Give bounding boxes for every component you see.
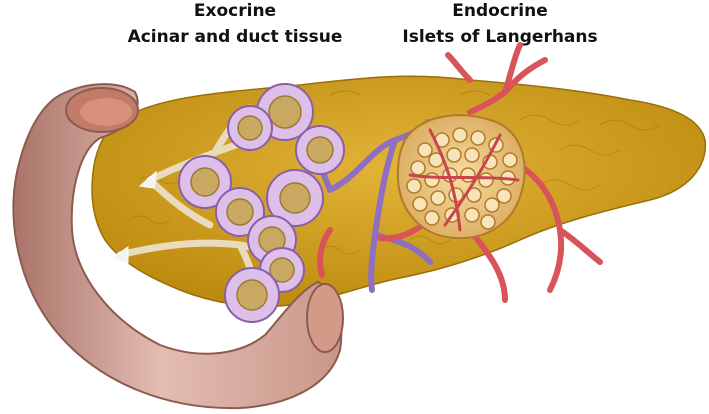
acinus	[295, 125, 345, 175]
duodenum-opening-top-inner	[80, 98, 132, 126]
islet-of-langerhans	[396, 114, 526, 240]
acinus	[227, 105, 273, 151]
duodenum	[12, 83, 343, 410]
acinus	[215, 187, 265, 237]
pancreas-lobules	[129, 90, 661, 255]
acinus	[224, 267, 280, 323]
duct-arrows	[110, 170, 157, 264]
exocrine-label: Exocrine Acinar and duct tissue	[95, 0, 375, 50]
acinus	[178, 155, 232, 209]
exocrine-subtitle: Acinar and duct tissue	[127, 27, 343, 47]
duodenum-opening-bottom	[306, 283, 344, 353]
acini	[178, 83, 345, 323]
islet-capillaries	[408, 128, 520, 232]
acinus	[266, 169, 324, 227]
endocrine-title: Endocrine	[452, 1, 548, 21]
endocrine-subtitle: Islets of Langerhans	[402, 27, 598, 47]
endocrine-label: Endocrine Islets of Langerhans	[370, 0, 630, 50]
exocrine-title: Exocrine	[193, 1, 277, 21]
